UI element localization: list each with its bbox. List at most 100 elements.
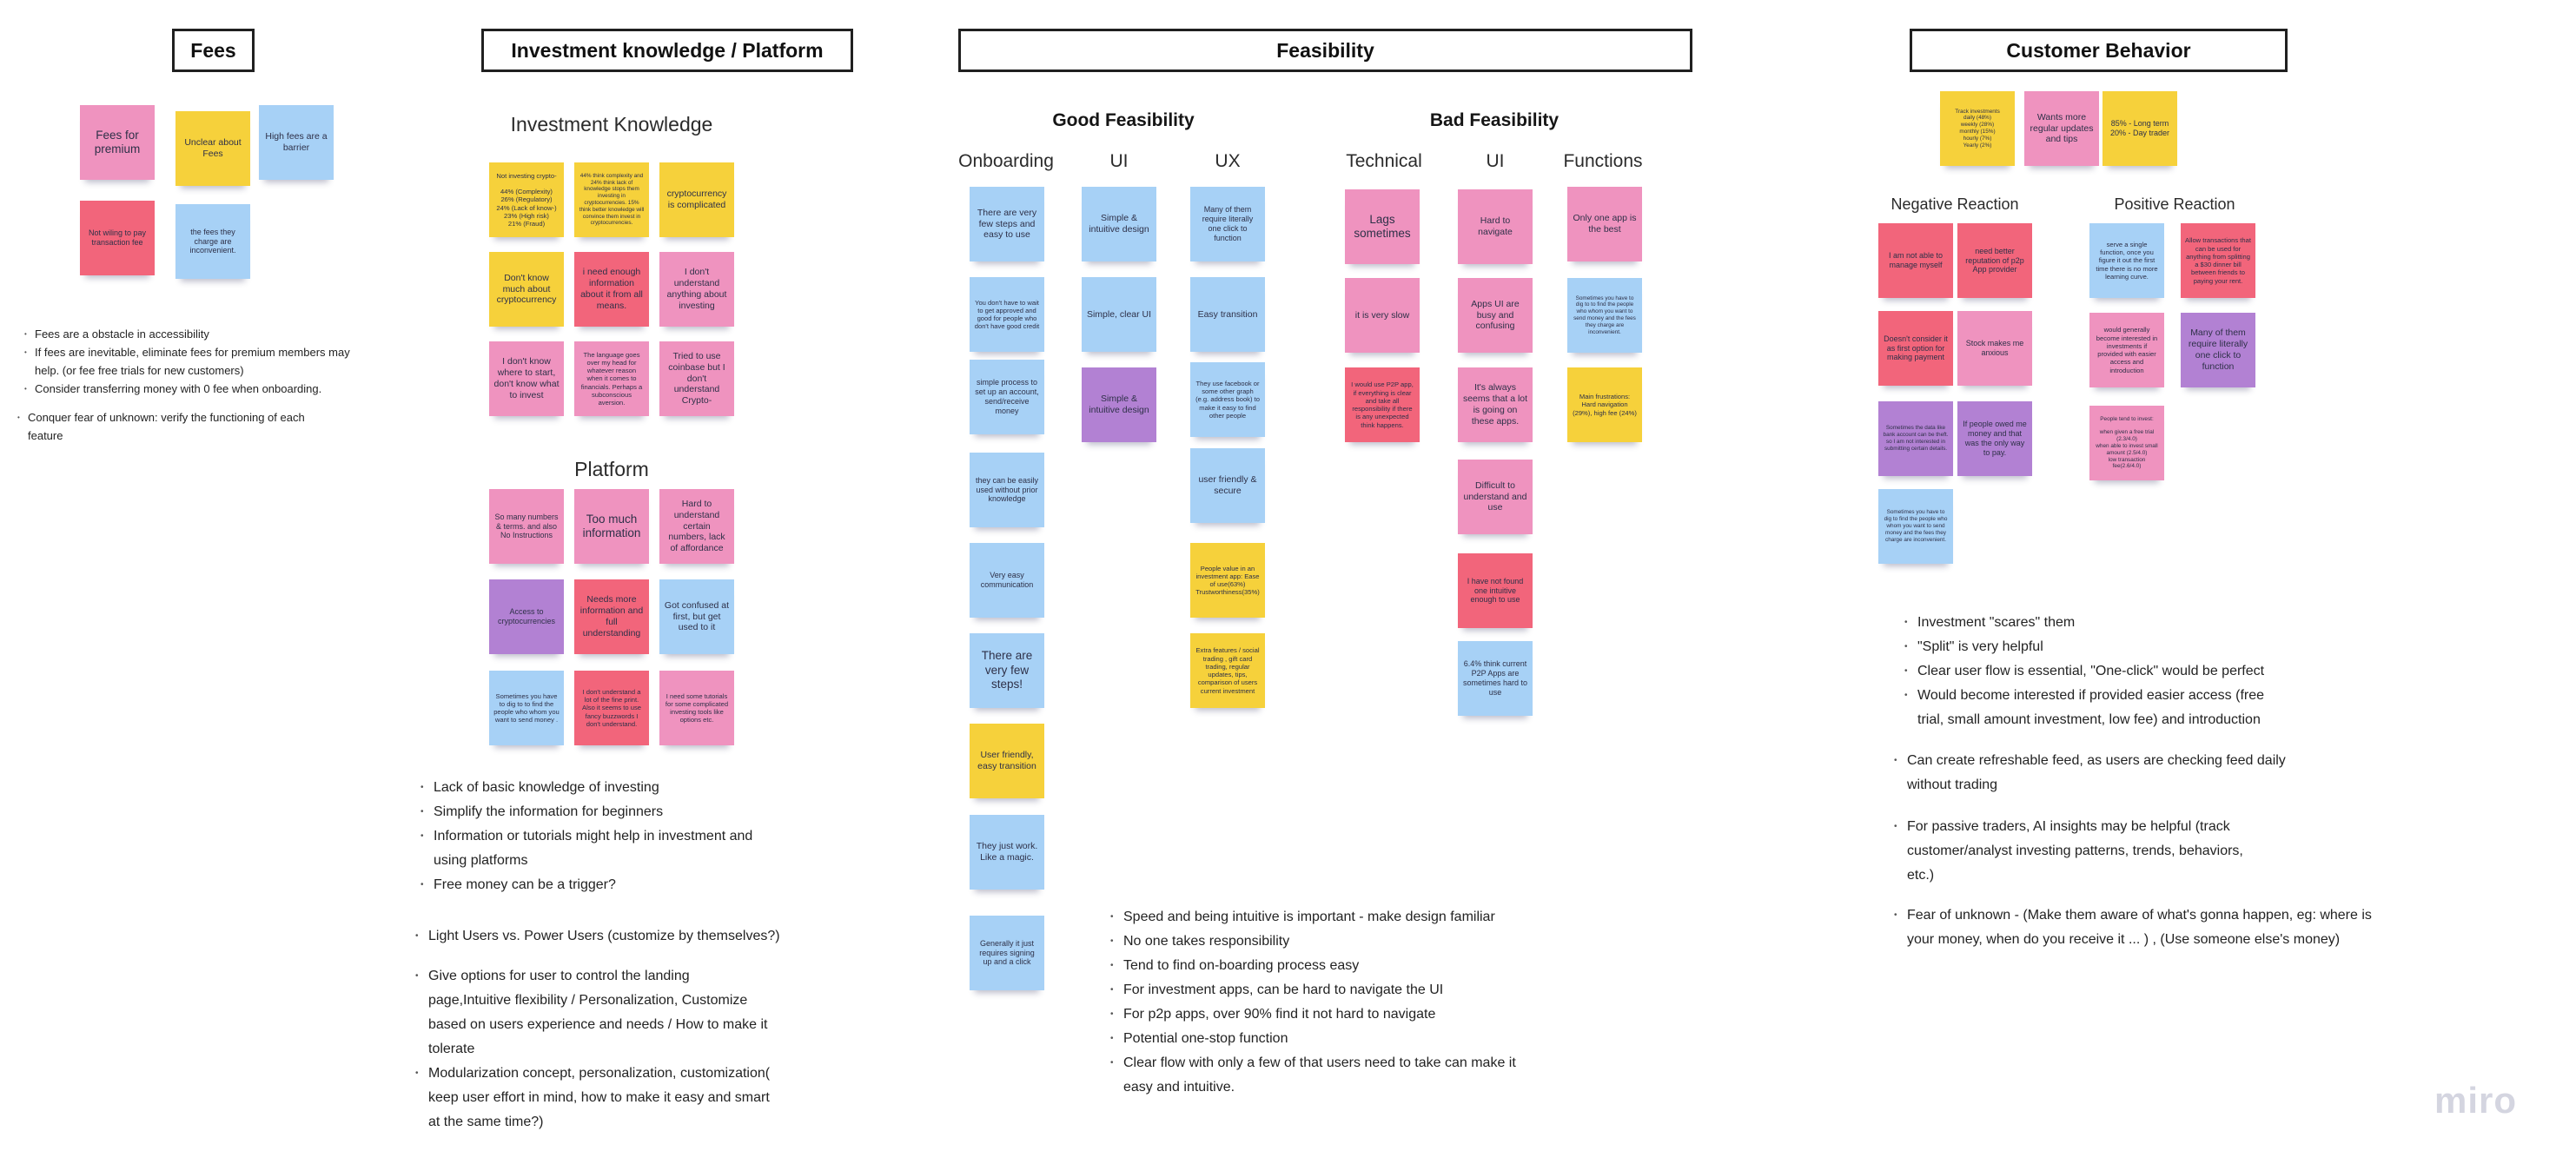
sticky-note[interactable]: Simple & intuitive design xyxy=(1082,367,1156,442)
sticky-note[interactable]: I need some tutorials for some complicat… xyxy=(659,671,734,745)
sticky-note[interactable]: Simple & intuitive design xyxy=(1082,187,1156,261)
sticky-note[interactable]: There are very few steps and easy to use xyxy=(970,187,1044,261)
sticky-note[interactable]: I don't know where to start, don't know … xyxy=(489,341,564,416)
sticky-note[interactable]: The language goes over my head for whate… xyxy=(574,341,649,416)
list-item: •Investment "scares" them xyxy=(1904,611,2287,635)
sticky-note[interactable]: Simple, clear UI xyxy=(1082,277,1156,352)
list-item-text: No one takes responsibility xyxy=(1123,934,1290,949)
sticky-note[interactable]: they can be easily used without prior kn… xyxy=(970,453,1044,527)
list-item: •Potential one-stop function xyxy=(1110,1027,1536,1051)
sticky-note[interactable]: Only one app is the best xyxy=(1567,187,1642,261)
fees-section-title-box[interactable]: Fees xyxy=(172,29,255,72)
sticky-note[interactable]: Track investments daily (48%) weekly (28… xyxy=(1940,91,2015,166)
sticky-note[interactable]: Hard to understand certain numbers, lack… xyxy=(659,489,734,564)
list-item: •Lack of basic knowledge of investing xyxy=(421,776,777,800)
list-item-text: Clear flow with only a few of that users… xyxy=(1123,1055,1516,1095)
sticky-note[interactable]: Difficult to understand and use xyxy=(1458,460,1533,534)
sticky-note[interactable]: Sometimes the data like bank account can… xyxy=(1878,401,1953,476)
sticky-note[interactable]: You don't have to wait to get approved a… xyxy=(970,277,1044,352)
sticky-note[interactable]: user friendly & secure xyxy=(1190,448,1265,523)
bullet-dot: • xyxy=(24,385,27,393)
sticky-note[interactable]: Fees for premium xyxy=(80,105,155,180)
sticky-note[interactable]: It's always seems that a lot is going on… xyxy=(1458,367,1533,442)
sticky-note[interactable]: People tend to invest: when given a free… xyxy=(2089,406,2164,480)
bullet-dot: • xyxy=(1110,961,1114,970)
sticky-note[interactable]: Main frustrations: Hard navigation (29%)… xyxy=(1567,367,1642,442)
sticky-note[interactable]: Hard to navigate xyxy=(1458,189,1533,264)
sticky-note[interactable]: would generally become interested in inv… xyxy=(2089,313,2164,387)
list-item: •Modularization concept, personalization… xyxy=(415,1062,771,1135)
sticky-note[interactable]: Many of them require literally one click… xyxy=(1190,187,1265,261)
sticky-note[interactable]: Generally it just requires signing up an… xyxy=(970,916,1044,990)
sticky-note[interactable]: Sometimes you have to dig to to find the… xyxy=(489,671,564,745)
sticky-note[interactable]: need better reputation of p2p App provid… xyxy=(1957,223,2032,298)
sticky-note[interactable]: serve a single function, once you figure… xyxy=(2089,223,2164,298)
sticky-note[interactable]: They use facebook or some other graph (e… xyxy=(1190,362,1265,437)
sticky-note[interactable]: Wants more regular updates and tips xyxy=(2024,91,2099,166)
sticky-note[interactable]: i need enough information about it from … xyxy=(574,252,649,327)
list-item-text: For p2p apps, over 90% find it not hard … xyxy=(1123,1007,1436,1022)
investment-section-title-box[interactable]: Investment knowledge / Platform xyxy=(481,29,853,72)
sticky-note[interactable]: 44% think complexity and 24% think lack … xyxy=(574,162,649,237)
list-item: •For passive traders, AI insights may be… xyxy=(1894,815,2268,888)
sticky-note[interactable]: Access to cryptocurrencies xyxy=(489,579,564,654)
sticky-note[interactable]: Lags sometimes xyxy=(1345,189,1420,264)
sticky-note[interactable]: Very easy communication xyxy=(970,543,1044,618)
positive-reaction-label: Positive Reaction xyxy=(2114,195,2235,213)
good-ux-column-label: UX xyxy=(1215,151,1241,171)
sticky-note[interactable]: Unclear about Fees xyxy=(175,111,250,186)
sticky-note[interactable]: Extra features / social trading , gift c… xyxy=(1190,633,1265,708)
bullet-dot: • xyxy=(421,807,424,817)
sticky-note[interactable]: I don't understand anything about invest… xyxy=(659,252,734,327)
sticky-note[interactable]: Tried to use coinbase but I don't unders… xyxy=(659,341,734,416)
list-item-text: Tend to find on-boarding process easy xyxy=(1123,958,1360,973)
sticky-note[interactable]: I would use P2P app, if everything is cl… xyxy=(1345,367,1420,442)
bullet-dot: • xyxy=(421,831,424,841)
sticky-note[interactable]: I am not able to manage myself xyxy=(1878,223,1953,298)
sticky-note[interactable]: cryptocurrency is complicated xyxy=(659,162,734,237)
sticky-note[interactable]: Not wiling to pay transaction fee xyxy=(80,201,155,275)
sticky-note[interactable]: They just work. Like a magic. xyxy=(970,815,1044,890)
bullet-dot: • xyxy=(1110,1058,1114,1068)
sticky-note[interactable]: Doesn't consider it as first option for … xyxy=(1878,311,1953,386)
list-item: •Would become interested if provided eas… xyxy=(1904,684,2287,732)
sticky-note[interactable]: High fees are a barrier xyxy=(259,105,334,180)
sticky-note[interactable]: Don't know much about cryptocurrency xyxy=(489,252,564,327)
sticky-note[interactable]: People value in an investment app: Ease … xyxy=(1190,543,1265,618)
sticky-note[interactable]: Stock makes me anxious xyxy=(1957,311,2032,386)
list-item-text: "Split" is very helpful xyxy=(1917,639,2043,654)
sticky-note[interactable]: I have not found one intuitive enough to… xyxy=(1458,553,1533,628)
sticky-note[interactable]: the fees they charge are inconvenient. xyxy=(175,204,250,279)
customer-bullet-list-3: •For passive traders, AI insights may be… xyxy=(1894,815,2268,888)
sticky-note[interactable]: 6.4% think current P2P Apps are sometime… xyxy=(1458,641,1533,716)
sticky-note[interactable]: I don't understand a lot of the fine pri… xyxy=(574,671,649,745)
bullet-dot: • xyxy=(1894,756,1897,765)
sticky-note[interactable]: Apps UI are busy and confusing xyxy=(1458,278,1533,353)
sticky-note[interactable]: Too much information xyxy=(574,489,649,564)
sticky-note[interactable]: 85% - Long term 20% - Day trader xyxy=(2103,91,2177,166)
list-item-text: Potential one-stop function xyxy=(1123,1031,1288,1046)
good-ui-column-label: UI xyxy=(1109,151,1129,171)
sticky-note[interactable]: Not investing crypto- 44% (Complexity) 2… xyxy=(489,162,564,237)
customer-section-title-box[interactable]: Customer Behavior xyxy=(1910,29,2288,72)
sticky-note[interactable]: If people owed me money and that was the… xyxy=(1957,401,2032,476)
sticky-note[interactable]: Sometimes you have to dig to find the pe… xyxy=(1878,489,1953,564)
bullet-dot: • xyxy=(1110,985,1114,995)
sticky-note[interactable]: Needs more information and full understa… xyxy=(574,579,649,654)
sticky-note[interactable]: Easy transition xyxy=(1190,277,1265,352)
sticky-note[interactable]: Many of them require literally one click… xyxy=(2181,313,2255,387)
list-item-text: Give options for user to control the lan… xyxy=(428,969,768,1056)
bullet-dot: • xyxy=(1904,642,1908,652)
sticky-note[interactable]: There are very few steps! xyxy=(970,633,1044,708)
sticky-note[interactable]: simple process to set up an account, sen… xyxy=(970,360,1044,434)
investment-section-title: Investment knowledge / Platform xyxy=(511,38,824,62)
bad-ui-column-label: UI xyxy=(1486,151,1505,171)
sticky-note[interactable]: it is very slow xyxy=(1345,278,1420,353)
sticky-note[interactable]: So many numbers & terms. and also No Ins… xyxy=(489,489,564,564)
sticky-note[interactable]: User friendly, easy transition xyxy=(970,724,1044,798)
feasibility-section-title-box[interactable]: Feasibility xyxy=(958,29,1692,72)
sticky-note[interactable]: Allow transactions that can be used for … xyxy=(2181,223,2255,298)
sticky-note[interactable]: Sometimes you have to dig to to find the… xyxy=(1567,278,1642,353)
sticky-note[interactable]: Got confused at first, but get used to i… xyxy=(659,579,734,654)
